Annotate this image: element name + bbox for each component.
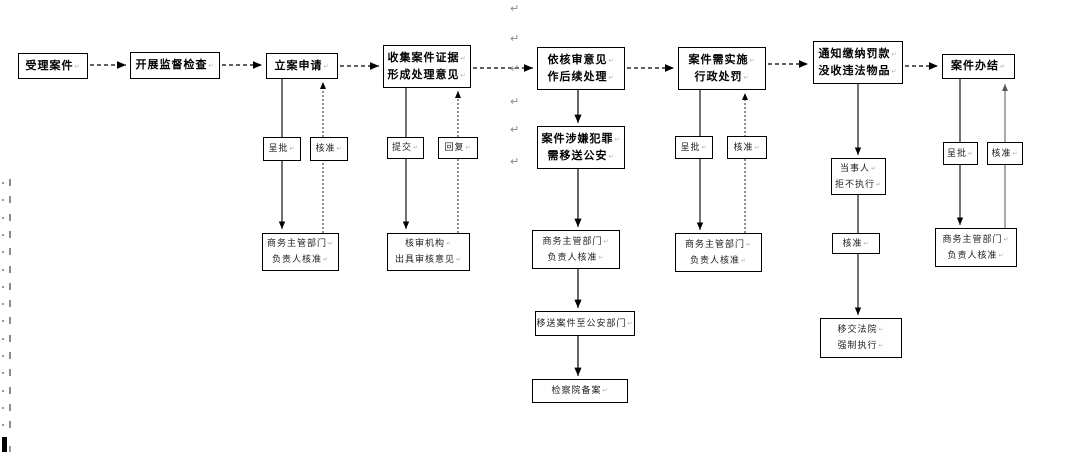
- transfer-to-police-box[interactable]: 移送案件至公安部门: [535, 311, 635, 336]
- return-mark-icon: ↵: [510, 33, 520, 45]
- refuse-execute-box[interactable]: 当事人 拒不执行: [831, 158, 886, 195]
- margin-paragraph-mark: [2, 351, 11, 359]
- return-mark-icon: ↵: [510, 124, 520, 136]
- node-case-closed[interactable]: 案件办结: [942, 54, 1015, 79]
- return-mark-icon: ↵: [510, 96, 520, 108]
- penalty-submit-box[interactable]: 呈批: [675, 136, 713, 159]
- return-mark-icon: ↵: [510, 3, 520, 15]
- margin-paragraph-mark: [2, 403, 11, 411]
- margin-paragraph-mark: [2, 178, 11, 186]
- followup-approver-box[interactable]: 商务主管部门 负责人核准: [532, 230, 620, 269]
- margin-paragraph-mark: [2, 368, 11, 377]
- evidence-submit-box[interactable]: 提交: [387, 137, 424, 159]
- margin-paragraph-mark: [2, 265, 11, 273]
- filing-submit-box[interactable]: 呈批: [263, 137, 301, 161]
- node-notify-fine[interactable]: 通知缴纳罚款 没收违法物品: [813, 41, 903, 84]
- evidence-reply-box[interactable]: 回复: [438, 137, 478, 159]
- margin-paragraph-mark: [2, 299, 11, 308]
- filing-approver-box[interactable]: 商务主管部门 负责人核准: [262, 233, 339, 271]
- penalty-approve-box[interactable]: 核准: [727, 136, 767, 159]
- node-admin-penalty[interactable]: 案件需实施 行政处罚: [678, 47, 766, 90]
- margin-paragraph-mark: [2, 282, 11, 290]
- return-mark-icon: ↵: [510, 63, 520, 75]
- closing-approve-box[interactable]: 核准: [987, 142, 1023, 165]
- node-accept-case[interactable]: 受理案件: [18, 53, 88, 79]
- margin-paragraph-mark: [2, 334, 11, 342]
- closing-submit-box[interactable]: 呈批: [943, 142, 978, 165]
- margin-paragraph-mark: [2, 247, 11, 256]
- cursor-paragraph-mark: [9, 446, 11, 452]
- closing-approver-box[interactable]: 商务主管部门 负责人核准: [935, 228, 1017, 267]
- fine-approve-box[interactable]: 核准: [832, 233, 880, 254]
- evidence-reviewer-box[interactable]: 核审机构 出具审核意见: [387, 233, 470, 271]
- filing-approve-box[interactable]: 核准: [310, 137, 348, 161]
- margin-paragraph-mark: [2, 213, 11, 221]
- return-mark-icon: ↵: [510, 156, 520, 168]
- node-collect-evidence[interactable]: 收集案件证据 形成处理意见: [383, 45, 471, 88]
- node-case-filing[interactable]: 立案申请: [266, 53, 338, 79]
- margin-paragraph-mark: [2, 230, 11, 238]
- node-crime-transfer[interactable]: 案件涉嫌犯罪 需移送公安: [537, 126, 625, 169]
- node-followup-handling[interactable]: 依核审意见 作后续处理: [537, 47, 625, 90]
- node-supervision-inspection[interactable]: 开展监督检查: [130, 52, 220, 79]
- penalty-approver-box[interactable]: 商务主管部门 负责人核准: [675, 233, 762, 272]
- margin-paragraph-mark: [2, 386, 11, 394]
- court-enforce-box[interactable]: 移交法院 强制执行: [820, 318, 902, 358]
- margin-paragraph-mark: [2, 420, 11, 429]
- text-cursor[interactable]: [2, 437, 7, 452]
- margin-paragraph-mark: [2, 195, 11, 204]
- margin-paragraph-mark: [2, 316, 11, 325]
- procuratorate-record-box[interactable]: 检察院备案: [532, 379, 628, 403]
